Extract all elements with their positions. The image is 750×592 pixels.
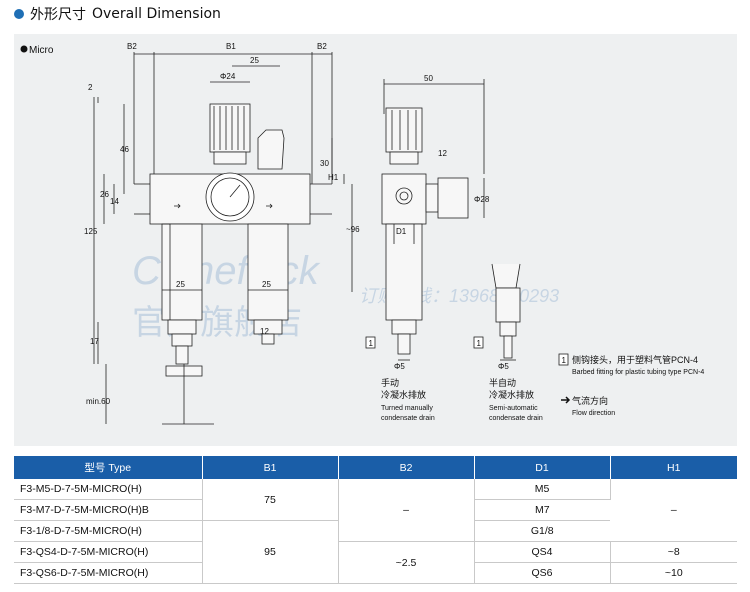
- svg-text:1: 1: [562, 356, 567, 365]
- svg-text:12: 12: [260, 327, 269, 336]
- svg-text:26: 26: [100, 190, 109, 199]
- col-header-type: 型号 Type: [14, 456, 203, 479]
- b2-cell: ~2.5: [338, 541, 475, 584]
- table-row: F3-M5-D-7-5M-MICRO(H) 75 – M5 –: [14, 479, 737, 542]
- section-title-cn: 外形尺寸: [30, 7, 86, 23]
- section-header: 外形尺寸 Overall Dimension: [14, 4, 221, 24]
- svg-text:Φ24: Φ24: [220, 72, 236, 81]
- svg-text:冷凝水排放: 冷凝水排放: [489, 389, 534, 400]
- front-view: [93, 52, 353, 425]
- col-header-b1: B1: [202, 456, 339, 479]
- svg-text:12: 12: [438, 149, 447, 158]
- svg-text:min.60: min.60: [86, 397, 111, 406]
- h1-cell: –: [610, 479, 737, 542]
- svg-text:1: 1: [369, 339, 374, 348]
- table-header-row: 型号 Type B1 B2 D1 H1: [14, 456, 737, 479]
- b1-cell: 75: [202, 479, 339, 521]
- svg-text:D1: D1: [396, 227, 407, 236]
- callout-boxes: 1 1 1: [365, 336, 569, 366]
- svg-text:25: 25: [176, 280, 185, 289]
- svg-text:25: 25: [262, 280, 271, 289]
- table-row: F3-1/8-D-7-5M-MICRO(H) 95 G1/8: [14, 520, 737, 584]
- svg-text:Φ5: Φ5: [394, 362, 405, 371]
- svg-text:Flow direction: Flow direction: [572, 410, 615, 417]
- svg-text:17: 17: [90, 337, 99, 346]
- svg-text:Barbed fitting for plastic tub: Barbed fitting for plastic tubing type P…: [572, 369, 704, 376]
- svg-text:Φ5: Φ5: [498, 362, 509, 371]
- svg-text:2: 2: [88, 83, 93, 92]
- svg-text:B1: B1: [226, 42, 236, 51]
- micro-label: Micro: [20, 45, 54, 56]
- svg-text:25: 25: [250, 56, 259, 65]
- col-header-d1: D1: [474, 456, 611, 479]
- svg-text:侧钩接头，用于塑料气管PCN-4: 侧钩接头，用于塑料气管PCN-4: [572, 354, 698, 365]
- svg-text:半自动: 半自动: [489, 377, 516, 388]
- svg-text:50: 50: [424, 74, 433, 83]
- svg-text:Φ28: Φ28: [474, 195, 490, 204]
- svg-text:Semi-automatic: Semi-automatic: [489, 405, 538, 412]
- h1-cell: ~8: [610, 541, 737, 563]
- svg-text:H1: H1: [328, 173, 339, 182]
- svg-text:B2: B2: [317, 42, 327, 51]
- b1-cell: 95: [202, 520, 339, 584]
- svg-text:Micro: Micro: [29, 45, 54, 56]
- side-view-dimension-labels: 50 12 Φ28 D1 Φ5 Φ5: [394, 74, 509, 371]
- svg-text:~96: ~96: [346, 225, 360, 234]
- d1-cell: M5: [474, 479, 611, 500]
- svg-text:Turned manually: Turned manually: [381, 405, 433, 412]
- svg-text:30: 30: [320, 159, 329, 168]
- d1-cell: M7: [474, 499, 610, 521]
- dimension-drawing: Chinefluck 官方旗舰店 订购热线：13968250293 Micro: [14, 34, 737, 446]
- svg-text:46: 46: [120, 145, 129, 154]
- svg-text:condensate drain: condensate drain: [489, 415, 543, 422]
- svg-text:1: 1: [477, 339, 482, 348]
- drawing-svg: Chinefluck 官方旗舰店 订购热线：13968250293 Micro: [20, 42, 704, 425]
- table-row: F3-QS4-D-7-5M-MICRO(H) ~2.5 QS4 ~8: [14, 541, 737, 584]
- model-cell: F3-M5-D-7-5M-MICRO(H): [14, 479, 203, 500]
- svg-text:手动: 手动: [381, 377, 399, 388]
- table-row: F3-QS6-D-7-5M-MICRO(H) QS6 ~10: [14, 562, 737, 584]
- model-cell: F3-1/8-D-7-5M-MICRO(H): [14, 520, 203, 542]
- front-view-dimension-labels: B2 B1 B2 25 Φ24 2 46 26 14 125 30 H1 ~96…: [84, 42, 360, 406]
- svg-text:Chinefluck: Chinefluck: [132, 249, 321, 293]
- svg-text:B2: B2: [127, 42, 137, 51]
- h1-cell: ~10: [610, 562, 737, 584]
- col-header-h1: H1: [610, 456, 737, 479]
- d1-cell: G1/8: [474, 520, 610, 542]
- b2-cell: –: [338, 479, 475, 542]
- spec-table: 型号 Type B1 B2 D1 H1 F3-M5-D-7-5M-MICRO(H…: [14, 456, 737, 584]
- col-header-b2: B2: [338, 456, 475, 479]
- drain-captions: 手动 冷凝水排放 Turned manually condensate drai…: [381, 377, 543, 422]
- svg-text:冷凝水排放: 冷凝水排放: [381, 389, 426, 400]
- svg-text:condensate drain: condensate drain: [381, 415, 435, 422]
- table-row: F3-M7-D-7-5M-MICRO(H)B M7: [14, 499, 737, 521]
- bullet-dot-icon: [14, 9, 24, 19]
- model-cell: F3-QS4-D-7-5M-MICRO(H): [14, 541, 203, 563]
- d1-cell: QS4: [474, 541, 611, 563]
- section-title-en: Overall Dimension: [92, 6, 221, 22]
- d1-cell: QS6: [474, 562, 611, 584]
- flow-arrow-icon: [561, 396, 571, 404]
- svg-text:14: 14: [110, 197, 119, 206]
- model-cell: F3-M7-D-7-5M-MICRO(H)B: [14, 499, 203, 521]
- side-view: [381, 79, 521, 361]
- svg-text:125: 125: [84, 227, 98, 236]
- model-cell: F3-QS6-D-7-5M-MICRO(H): [14, 562, 203, 584]
- legend: 侧钩接头，用于塑料气管PCN-4 Barbed fitting for plas…: [561, 354, 704, 417]
- svg-text:气流方向: 气流方向: [572, 395, 608, 406]
